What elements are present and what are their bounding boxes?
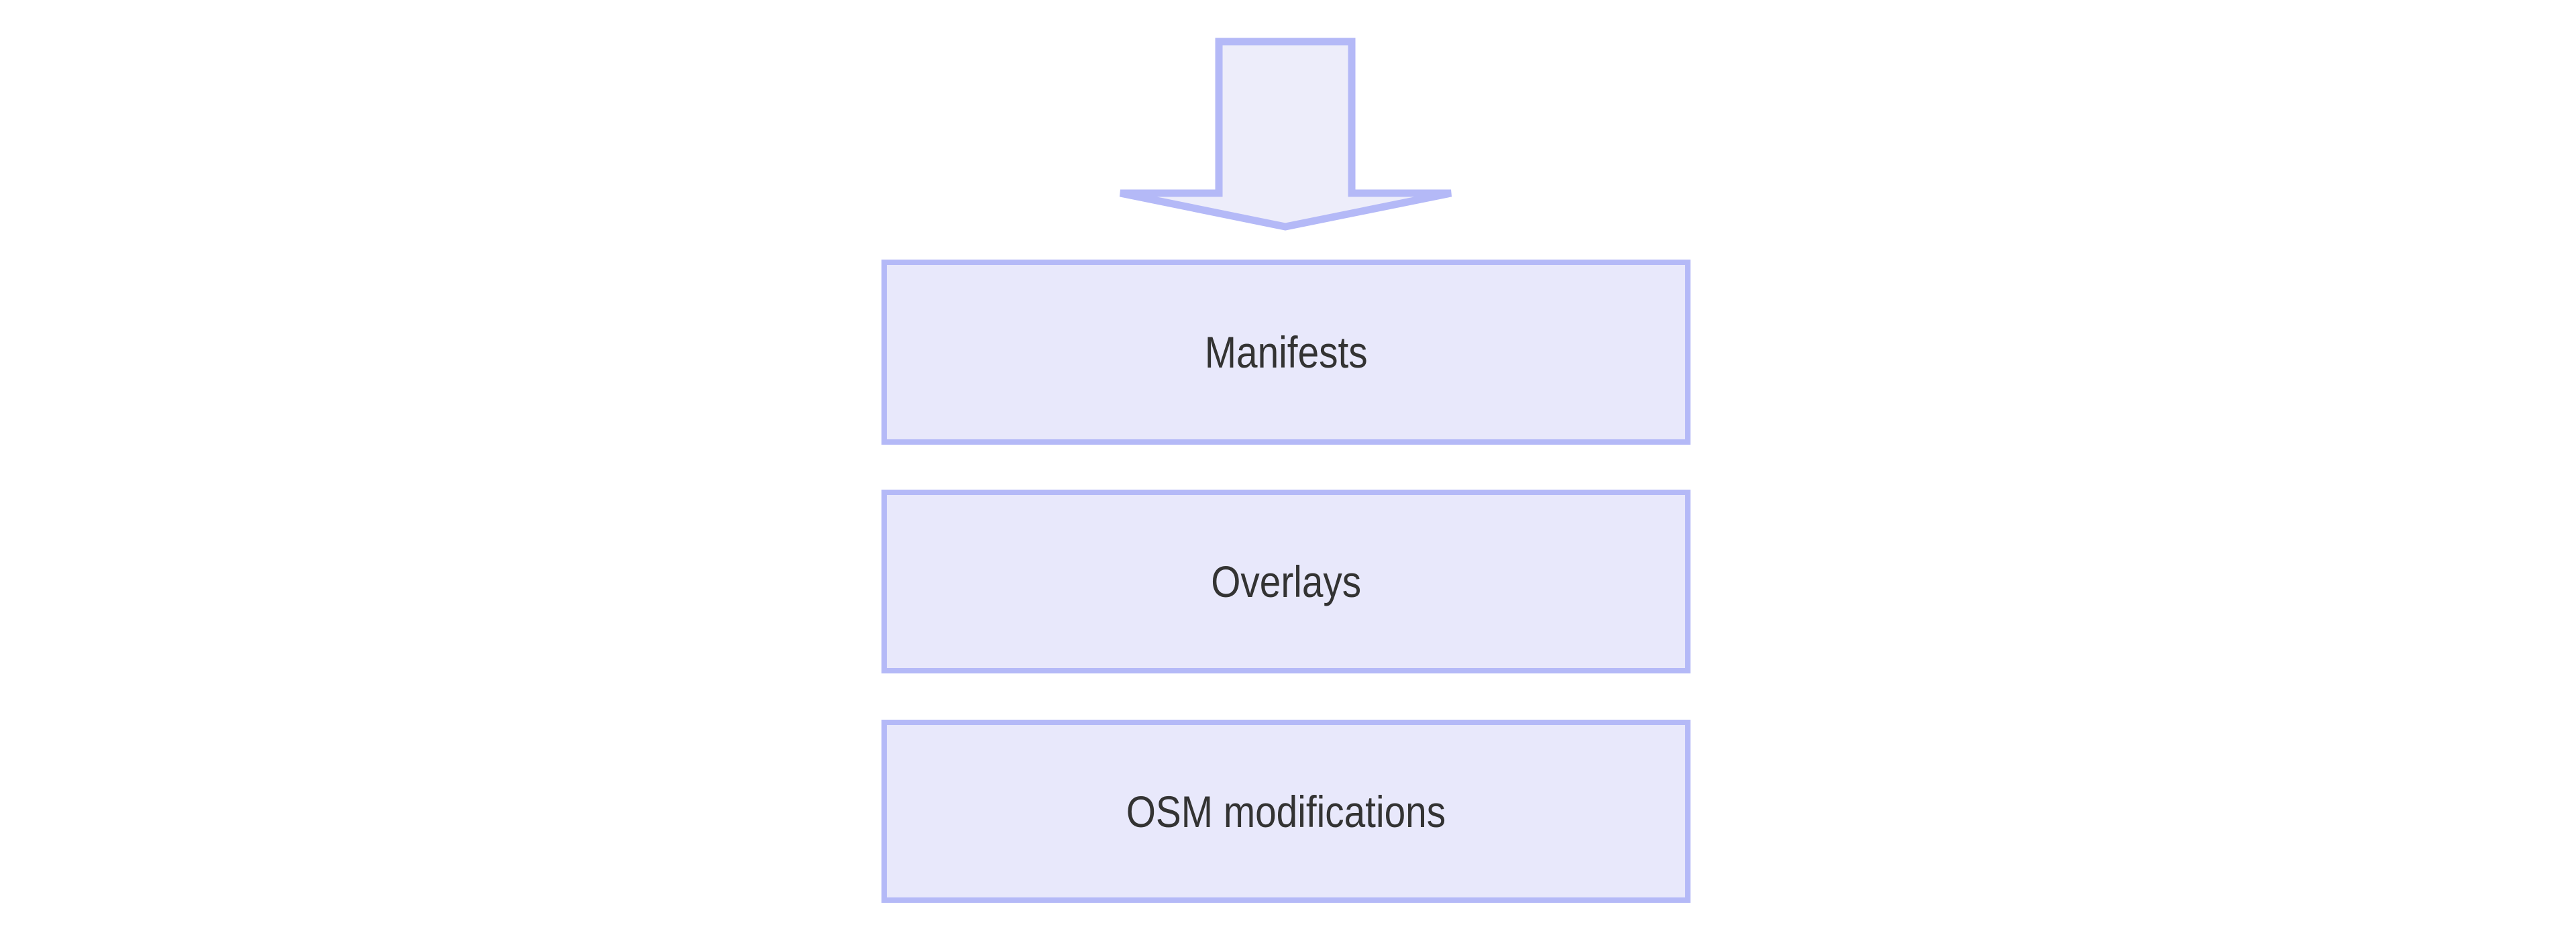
node-label-manifests: Manifests [1204, 327, 1368, 377]
down-arrow [1119, 38, 1452, 231]
node-manifests[interactable]: Manifests [881, 260, 1690, 445]
node-label-overlays: Overlays [1211, 557, 1361, 606]
node-label-osm-modifications: OSM modifications [1126, 786, 1446, 836]
node-osm-modifications[interactable]: OSM modifications [881, 720, 1690, 903]
down-arrow-icon [1119, 38, 1452, 231]
down-arrow-shape [1119, 38, 1452, 231]
node-overlays[interactable]: Overlays [881, 490, 1690, 673]
